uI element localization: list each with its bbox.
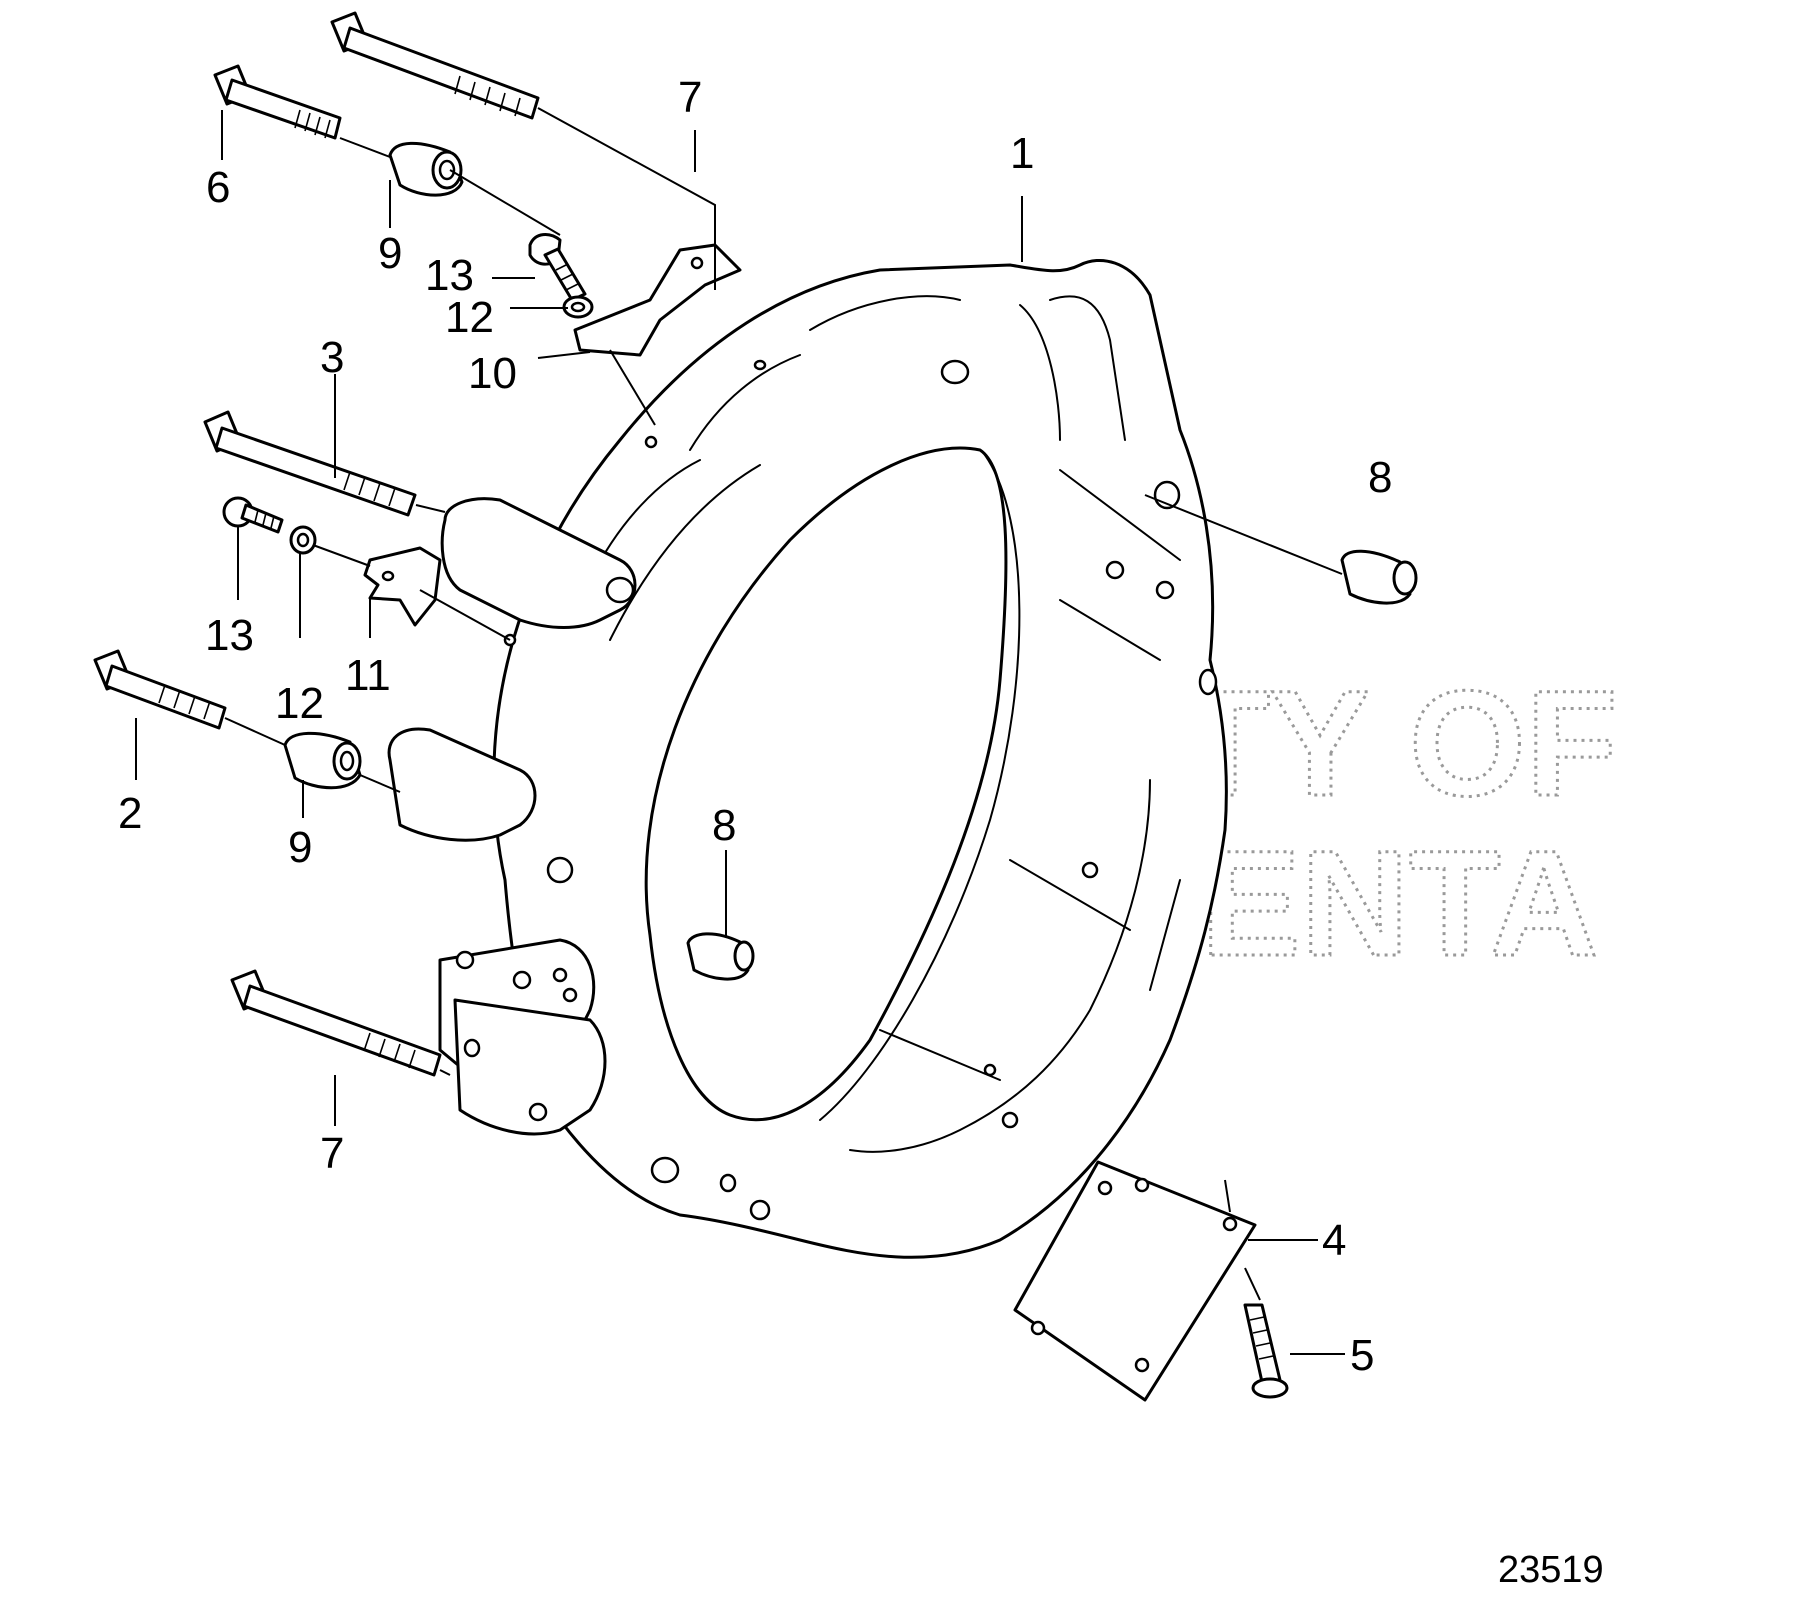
callout-2: 2 bbox=[118, 789, 142, 838]
housing-hole bbox=[455, 950, 475, 970]
housing-hole bbox=[719, 1173, 737, 1193]
callout-3: 3 bbox=[320, 333, 344, 382]
housing-hole bbox=[605, 576, 635, 604]
housing-hole bbox=[1198, 668, 1218, 696]
housing-hole bbox=[463, 1038, 481, 1058]
housing-hole bbox=[552, 967, 568, 983]
bolt-part-7-top bbox=[330, 11, 540, 120]
sleeve-part-9-top bbox=[388, 141, 464, 197]
callout-1: 1 bbox=[1010, 129, 1034, 178]
callout-13-bottom: 13 bbox=[205, 611, 254, 660]
screw-part-13-top bbox=[528, 233, 587, 302]
housing-hole bbox=[753, 359, 767, 371]
callouts: 1 2 3 4 5 6 7 7 8 8 9 9 10 11 12 12 13 1… bbox=[118, 73, 1392, 1380]
callout-12-bottom: 12 bbox=[275, 679, 324, 728]
housing-hole bbox=[1001, 1111, 1019, 1129]
callout-5: 5 bbox=[1350, 1331, 1374, 1380]
callout-11: 11 bbox=[345, 651, 391, 700]
callout-7-top: 7 bbox=[678, 73, 702, 122]
housing-hole bbox=[650, 1156, 680, 1184]
screw-part-5 bbox=[1243, 1303, 1289, 1399]
bolt-part-2 bbox=[93, 649, 227, 730]
bolt-part-7-bottom bbox=[230, 969, 442, 1077]
bracket-part-11 bbox=[363, 546, 442, 627]
housing-hole bbox=[546, 856, 574, 884]
bolt-part-6 bbox=[213, 64, 342, 140]
dowel-part-8-right bbox=[1340, 549, 1418, 605]
washer-part-12-top bbox=[562, 295, 594, 319]
washer-part-12-bottom bbox=[289, 525, 317, 555]
callout-7-bottom: 7 bbox=[320, 1129, 344, 1178]
housing-hole bbox=[1105, 560, 1125, 580]
housing-hole bbox=[1081, 861, 1099, 879]
dowel-part-8-center bbox=[686, 932, 755, 981]
housing-hole bbox=[644, 435, 658, 449]
bolt-part-3 bbox=[203, 410, 417, 517]
housing-hole bbox=[512, 970, 532, 990]
callout-10: 10 bbox=[468, 349, 517, 398]
flywheel-housing bbox=[387, 258, 1228, 1259]
callout-4: 4 bbox=[1322, 1216, 1346, 1265]
callout-9-bottom: 9 bbox=[288, 823, 312, 872]
housing-hole bbox=[983, 1063, 997, 1077]
housing-hole bbox=[749, 1199, 771, 1221]
housing-hole bbox=[562, 987, 578, 1003]
screw-part-13-bottom bbox=[222, 496, 284, 534]
cover-plate-part-4 bbox=[1013, 1160, 1257, 1402]
callout-8-right: 8 bbox=[1368, 453, 1392, 502]
housing-hole bbox=[528, 1102, 548, 1122]
callout-12-top: 12 bbox=[445, 293, 494, 342]
housing-hole bbox=[940, 359, 970, 385]
callout-13-top: 13 bbox=[425, 251, 474, 300]
bracket-part-10 bbox=[573, 243, 742, 357]
drawing-number: 23519 bbox=[1498, 1549, 1604, 1591]
callout-8-center: 8 bbox=[712, 801, 736, 850]
sleeve-part-9-bottom bbox=[283, 731, 362, 790]
leader-lines bbox=[135, 107, 1345, 1355]
callout-6: 6 bbox=[206, 163, 230, 212]
callout-9-top: 9 bbox=[378, 229, 402, 278]
housing-hole bbox=[1155, 580, 1175, 600]
